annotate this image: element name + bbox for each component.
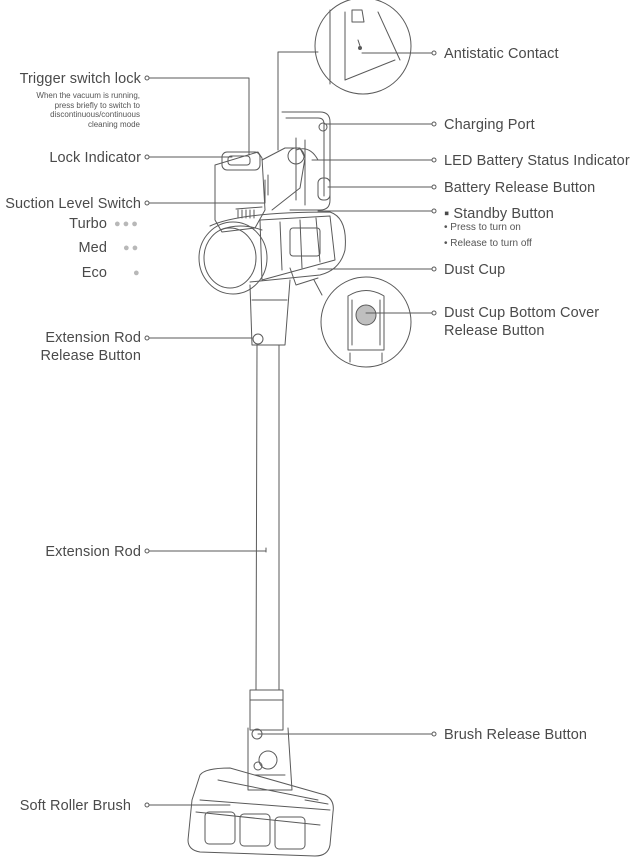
note-line-4: cleaning mode: [87, 119, 140, 129]
dust-cup-bottom-line-2: Release Button: [444, 323, 545, 339]
label-led-battery-status: LED Battery Status Indicator: [444, 153, 630, 169]
charging-dock: [281, 111, 331, 211]
dust-cup-bottom-line-1: Dust Cup Bottom Cover: [444, 305, 600, 321]
med-dots: ●●: [123, 242, 141, 254]
label-antistatic-contact: Antistatic Contact: [444, 46, 559, 62]
main-body: [198, 211, 346, 295]
standby-press-text: Press to turn on: [450, 222, 521, 233]
standby-button-text: Standby Button: [453, 206, 554, 222]
label-lock-indicator: Lock Indicator: [49, 150, 141, 166]
turbo-dots: ●●●: [114, 218, 140, 230]
standby-press-note: • Press to turn on: [444, 222, 521, 233]
label-dust-cup: Dust Cup: [444, 262, 506, 278]
label-brush-release: Brush Release Button: [444, 727, 588, 743]
leaders-left: [148, 77, 267, 806]
label-dust-cup-bottom-cover: Dust Cup Bottom Cover Release Button: [444, 304, 599, 340]
note-line-1: When the vacuum is running,: [36, 91, 140, 100]
standby-release-text: Release to turn off: [450, 238, 532, 249]
extension-rod-release-line-1: Extension Rod: [45, 330, 141, 346]
note-line-2: press briefly to switch to: [54, 100, 140, 110]
brush-head-drawing: [187, 767, 334, 857]
extension-rod-drawing: [255, 344, 280, 691]
leaders-right: [257, 52, 433, 735]
label-eco: Eco: [81, 265, 107, 281]
trigger-switch-lock-note: When the vacuum is running, press briefl…: [36, 91, 140, 129]
label-charging-port: Charging Port: [444, 117, 535, 133]
standby-release-note: • Release to turn off: [444, 238, 532, 249]
extension-rod-release-line-2: Release Button: [40, 348, 141, 364]
label-trigger-switch-lock: Trigger switch lock: [19, 71, 141, 87]
label-med: Med: [78, 240, 107, 256]
label-battery-release: Battery Release Button: [444, 180, 596, 196]
label-extension-rod-release: Extension Rod Release Button: [40, 329, 141, 365]
rod-coupler: [249, 279, 291, 346]
note-line-3: discontinuous/continuous: [50, 110, 140, 119]
label-standby-button: ▪ Standby Button: [444, 206, 554, 222]
label-suction-level-switch: Suction Level Switch: [5, 196, 141, 212]
handle: [214, 147, 306, 233]
eco-dots: ●: [133, 267, 142, 279]
antistatic-zoom-circle: [314, 0, 412, 95]
label-soft-roller-brush: Soft Roller Brush: [19, 798, 131, 814]
label-turbo: Turbo: [69, 216, 107, 232]
dust-cup-zoom-circle: [320, 276, 412, 368]
label-extension-rod: Extension Rod: [45, 544, 141, 560]
